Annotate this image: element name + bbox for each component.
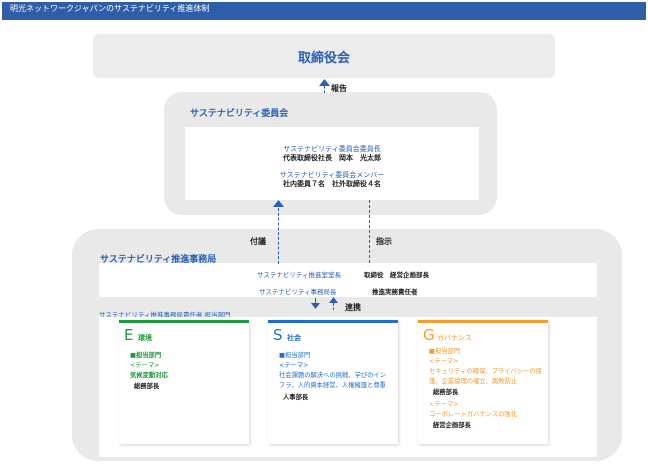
board-title: 取締役会 [297,50,350,66]
theme-line: 護、企業倫理の確立、腐敗防止 [429,378,518,385]
coordinate-line-up [333,303,334,310]
owner-label: 総務部長 [134,383,160,390]
committee-members-box: サステナビリティ委員会委員長 代表取締役社長 岡本 光太郎 サステナビリティ委員… [185,127,479,200]
committee-chair-value: 代表取締役社長 岡本 光太郎 [283,154,381,162]
theme-heading: <テーマ> [130,362,160,369]
social-letter: S [273,326,283,344]
committee-members-value: 社内委員７名 社外取締役４名 [283,180,381,188]
governance-card: G ガバナンス ■担当部門 <テーマ> セキュリティの確保、プライバシーの保 護… [418,320,548,444]
governance-category: ガバナンス [437,334,472,342]
theme-heading: <テーマ> [429,358,459,365]
instruct-line [369,200,370,263]
governance-letter: G [423,326,435,344]
dept-heading: ■担当部門 [130,352,162,359]
instruct-label: 指示 [376,237,392,246]
owner-label: 人事部長 [283,394,309,401]
report-label: 報告 [331,84,347,93]
owner-label: 総務部長 [433,389,459,396]
committee-chair-label: サステナビリティ委員会委員長 [283,145,381,153]
secretariat-roles-box: サステナビリティ推進室室長 取締役 経営企画部長 サステナビリティ事務局長 推進… [99,263,597,297]
board-box: 取締役会 [93,34,555,78]
theme-heading: <テーマ> [279,362,309,369]
arrow-up-icon [329,297,338,303]
dept-heading: ■担当部門 [279,352,311,359]
social-card: S 社会 ■担当部門 <テーマ> 社会課題の解決への挑戦、学びのイン フラ、人的… [268,320,398,444]
committee-title: サステナビリティ委員会 [190,109,289,119]
secretariat-title: サステナビリティ推進事務局 [100,255,217,265]
theme-line: セキュリティの確保、プライバシーの保 [429,368,542,375]
secretariat-row-label: サステナビリティ推進室室長 [257,271,341,279]
secretariat-row-label: サステナビリティ事務局長 [259,288,337,296]
header-bar [2,2,646,20]
responsible-departments-label: サステナビリティ推進事務局責任者 担当部門 [99,311,231,319]
social-category: 社会 [287,334,301,342]
committee-members-label: サステナビリティ委員会メンバー [279,171,385,179]
environment-category: 環境 [138,334,152,342]
consult-line [278,208,279,264]
theme-line: 社会課題の解決への挑戦、学びのイン [279,372,387,379]
arrow-up-icon [319,79,330,86]
coordinate-label: 連携 [345,303,361,312]
environment-card: E 環境 ■担当部門 <テーマ> 気候変動対応 総務部長 [119,320,249,444]
theme-line: 気候変動対応 [130,372,168,379]
owner-label: 経営企画部長 [433,422,471,429]
dept-heading: ■担当部門 [429,348,461,355]
consult-label: 付議 [250,237,266,246]
secretariat-row-value: 取締役 経営企画部長 [364,271,429,279]
arrow-down-icon [311,303,320,309]
secretariat-row-value: 推進実務責任者 [372,288,418,296]
coordinate-line-down [315,298,316,303]
report-line [324,86,325,93]
page-title: 明光ネットワークジャパンのサステナビリティ推進体制 [10,4,210,13]
arrow-up-icon [273,200,284,207]
environment-letter: E [124,326,134,344]
theme-heading: <テーマ> [429,401,459,408]
theme-line: フラ、人的資本経営、人権擁護と尊重 [279,382,386,389]
theme-line: コーポレートガバナンスの強化 [429,411,518,418]
